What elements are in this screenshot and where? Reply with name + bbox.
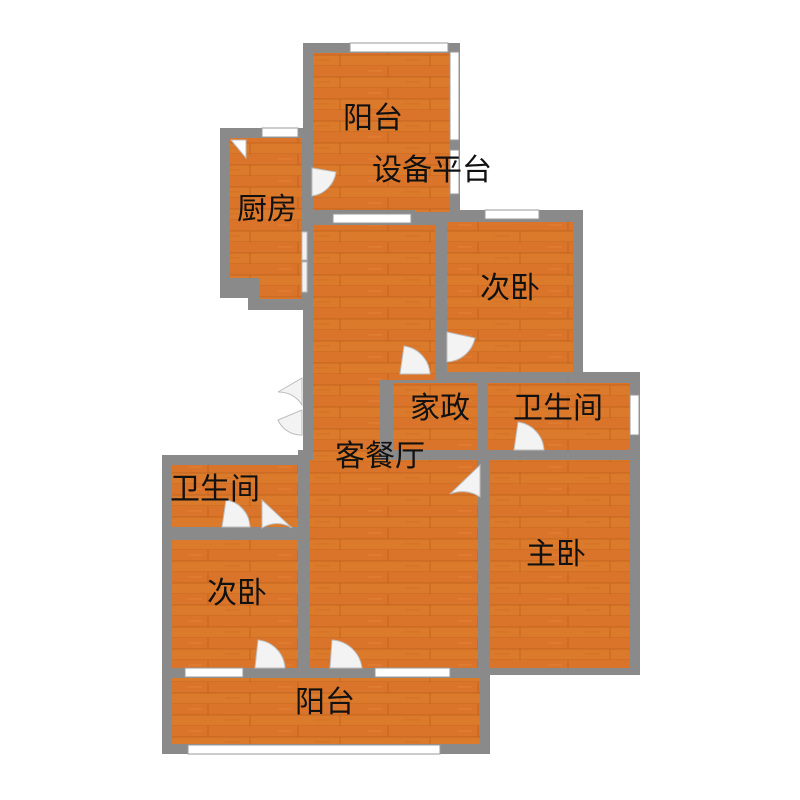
floor-living-lower: [310, 460, 478, 668]
window-living-lower: [374, 667, 451, 678]
label-housekeeping: 家政: [410, 391, 470, 426]
window-balcony-side: [449, 51, 460, 141]
door-entrance-b: [277, 409, 303, 436]
door-balcony-bottom: [329, 639, 363, 669]
window-equipment: [449, 149, 460, 195]
label-balcony-bottom: 阳台: [295, 685, 355, 720]
doors: [221, 139, 545, 669]
label-kitchen: 厨房: [237, 192, 297, 227]
label-living-dining: 客餐厅: [335, 439, 425, 474]
window-living-upper: [332, 213, 412, 224]
label-bathroom-right: 卫生间: [513, 391, 603, 426]
floor-balcony-bottom: [172, 678, 480, 744]
floor-housekeeping: [393, 383, 477, 450]
label-master-bedroom: 主卧: [526, 537, 586, 572]
door-kitchen-balcony: [311, 167, 337, 197]
room-labels: 阳台 设备平台 厨房 次卧 家政 卫生间 客餐厅 卫生间 次卧 主卧 阳台: [170, 101, 603, 720]
floor-bathroom-right: [488, 383, 630, 450]
door-master: [449, 463, 481, 498]
floor-equipment-platform: [415, 145, 450, 212]
floors: [172, 53, 630, 744]
door-bathroom-left-b: [261, 498, 293, 529]
door-bedroom-lower: [254, 639, 286, 669]
door-kitchen-slider-1: [301, 231, 308, 261]
label-equipment-platform: 设备平台: [372, 153, 492, 188]
label-bedroom-upper: 次卧: [480, 271, 540, 306]
floor-living-mid: [313, 378, 380, 460]
door-kitchen-corner: [229, 139, 247, 160]
door-bathroom-left-a: [221, 499, 251, 528]
window-balcony-top: [349, 42, 449, 53]
floor-kitchen: [230, 138, 302, 278]
window-kitchen: [261, 127, 299, 138]
door-bedroom-upper: [446, 331, 476, 363]
door-kitchen-slider-2: [301, 261, 308, 293]
door-bathroom-right: [513, 421, 545, 451]
floor-master: [490, 460, 630, 668]
floor-bedroom-lower: [172, 540, 298, 668]
window-bedroom-lower: [184, 667, 244, 678]
window-bedroom-upper: [484, 209, 540, 220]
door-entrance-a: [277, 377, 303, 407]
window-balcony-bottom: [187, 744, 441, 755]
label-bedroom-lower: 次卧: [207, 576, 267, 611]
windows: [184, 42, 640, 755]
label-balcony-top: 阳台: [343, 101, 403, 136]
door-living-housekeeping: [399, 345, 431, 375]
floor-kitchen-notch: [260, 275, 302, 299]
label-bathroom-left: 卫生间: [170, 472, 260, 507]
window-bathroom-right: [629, 394, 640, 436]
